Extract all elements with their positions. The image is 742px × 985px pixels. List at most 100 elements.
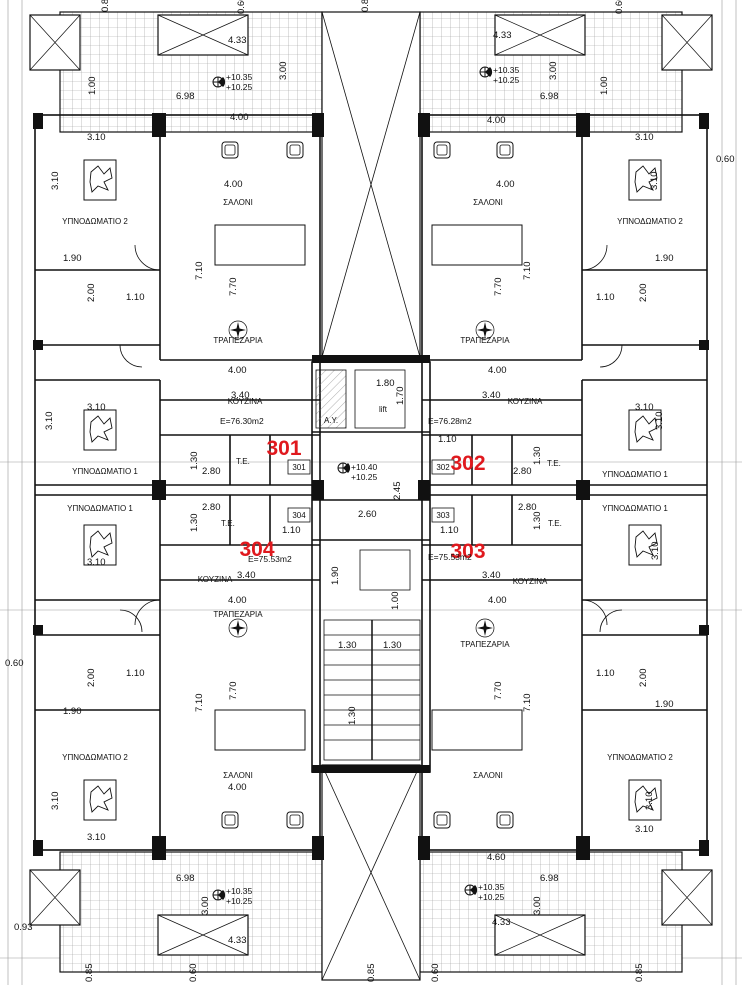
dim-698-tr: 6.98 (540, 91, 559, 102)
dining-label-bl: ΤΡΑΠΕΖΑΡΙΑ (213, 610, 263, 619)
bedroom2-label-tl: ΥΠΝΟΔΩΜΑΤΙΟ 2 (62, 217, 128, 226)
dim-300-br: 3.00 (532, 897, 543, 916)
dim-698-tl: 6.98 (176, 91, 195, 102)
storage-label: Α.Υ. (324, 416, 338, 425)
dining-label-tl: ΤΡΑΠΕΖΑΡΙΑ (213, 336, 263, 345)
dim-130-vr1: 1.30 (532, 447, 543, 466)
dim-085-a: 0.85 (100, 0, 111, 12)
level-tl-top: +10.35 (226, 72, 253, 82)
dim-400-l5: 4.00 (228, 782, 247, 793)
dim-280-br: 2.80 (518, 502, 537, 513)
dim-310-l3: 3.10 (87, 557, 106, 568)
level-br-bottom: +10.25 (478, 892, 505, 902)
door-tags: 301 302 303 304 (292, 463, 450, 520)
dim-698-br: 6.98 (540, 873, 559, 884)
level-texts: +10.35 +10.25 +10.35 +10.25 +10.40 +10.2… (226, 65, 520, 906)
dim-300-bl: 3.00 (200, 897, 211, 916)
unit-304-label: 304 (239, 538, 274, 561)
dim-310-vr2: 3.10 (654, 412, 665, 431)
dim-340-tr: 3.40 (482, 390, 501, 401)
dim-280-bl: 2.80 (202, 502, 221, 513)
dim-130-vl2: 1.30 (189, 514, 200, 533)
dim-770-br: 7.70 (493, 682, 504, 701)
dim-100-c: 1.00 (390, 592, 401, 611)
dim-245: 2.45 (392, 482, 403, 501)
bedroom1-label-br: ΥΠΝΟΔΩΜΑΤΙΟ 1 (602, 504, 668, 513)
dim-710-tl: 7.10 (194, 262, 205, 281)
dim-110-tr: 1.10 (596, 292, 615, 303)
dim-085-d: 0.85 (366, 964, 377, 983)
dim-110-c3: 1.10 (440, 525, 459, 536)
dim-310-vl3: 3.10 (650, 542, 661, 561)
door-tag-303: 303 (436, 511, 450, 520)
dim-300-tr: 3.00 (548, 62, 559, 81)
living-label-tl: ΣΑΛΟΝΙ (223, 198, 253, 207)
unit-303-label: 303 (450, 540, 485, 563)
dim-130-vstair: 1.30 (347, 707, 358, 726)
shafts (321, 11, 421, 981)
dim-400-r4: 4.00 (488, 595, 507, 606)
dim-340-br: 3.40 (482, 570, 501, 581)
dim-085-e: 0.85 (634, 964, 645, 983)
dim-110-c2: 1.10 (282, 525, 301, 536)
dimension-labels: 4.33 4.33 4.33 4.33 6.98 6.98 6.98 6.98 … (5, 0, 735, 982)
dim-400-l3: 4.00 (228, 365, 247, 376)
columns (33, 113, 709, 860)
dim-400-r3: 4.00 (488, 365, 507, 376)
dim-400-l2: 4.00 (224, 179, 243, 190)
dim-060-r: 0.60 (716, 154, 735, 165)
dim-060-b: 0.60 (614, 0, 625, 14)
dim-110-tl: 1.10 (126, 292, 145, 303)
dim-190-bl: 1.90 (63, 706, 82, 717)
door-tag-302: 302 (436, 463, 450, 472)
dim-200-bl: 2.00 (86, 669, 97, 688)
dim-400-tr: 4.00 (487, 115, 506, 126)
dim-200-tr: 2.00 (638, 284, 649, 303)
dim-060-a: 0.60 (236, 0, 247, 14)
dim-300-tl: 3.00 (278, 62, 289, 81)
dim-340-bl: 3.40 (237, 570, 256, 581)
bedroom1-label-bl: ΥΠΝΟΔΩΜΑΤΙΟ 1 (67, 504, 133, 513)
dim-130-vr2: 1.30 (532, 512, 543, 531)
living-label-bl: ΣΑΛΟΝΙ (223, 771, 253, 780)
door-tag-304: 304 (292, 511, 306, 520)
dim-100-tr: 1.00 (599, 77, 610, 96)
dim-110-c1: 1.10 (438, 434, 457, 445)
dim-180: 1.80 (376, 378, 395, 389)
dim-110-br: 1.10 (596, 668, 615, 679)
dining-label-tr: ΤΡΑΠΕΖΑΡΙΑ (460, 336, 510, 345)
dim-060-d: 0.60 (430, 964, 441, 983)
dim-260: 2.60 (358, 509, 377, 520)
dim-433-tr: 4.33 (493, 30, 512, 41)
dim-710-br: 7.10 (522, 694, 533, 713)
dim-310-tl: 3.10 (87, 132, 106, 143)
dim-433-bl: 4.33 (228, 935, 247, 946)
dim-310-vtl: 3.10 (50, 172, 61, 191)
dim-190-tr: 1.90 (655, 253, 674, 264)
stairs (315, 369, 421, 761)
door-tag-boxes (287, 459, 455, 523)
dim-110-bl: 1.10 (126, 668, 145, 679)
unit-302-area: E=76.28m2 (428, 416, 472, 426)
living-label-tr: ΣΑΛΟΝΙ (473, 198, 503, 207)
bedroom1-label-tr: ΥΠΝΟΔΩΜΑΤΙΟ 1 (602, 470, 668, 479)
kitchen-label-br: ΚΟΥΖΙΝΑ (513, 577, 548, 586)
unit-labels: 301 302 303 304 E=76.30m2 E=76.28m2 E=75… (220, 416, 486, 564)
te-label-3: Τ.Ε. (221, 519, 235, 528)
level-bl-bottom: +10.25 (226, 896, 253, 906)
dim-280-tl: 2.80 (202, 466, 221, 477)
level-tr-bottom: +10.25 (493, 75, 520, 85)
dim-310-l2: 3.10 (87, 402, 106, 413)
dim-093: 0.93 (14, 922, 33, 933)
level-landing-bottom: +10.25 (351, 472, 378, 482)
te-label-2: Τ.Ε. (547, 459, 561, 468)
furniture (83, 141, 662, 829)
dim-770-tl: 7.70 (228, 278, 239, 297)
dim-433-br: 4.33 (492, 917, 511, 928)
verandas (29, 11, 713, 973)
dim-060-c: 0.60 (188, 964, 199, 983)
te-label-4: Τ.Ε. (548, 519, 562, 528)
dim-190-vc: 1.90 (330, 567, 341, 586)
dim-130-vl1: 1.30 (189, 452, 200, 471)
